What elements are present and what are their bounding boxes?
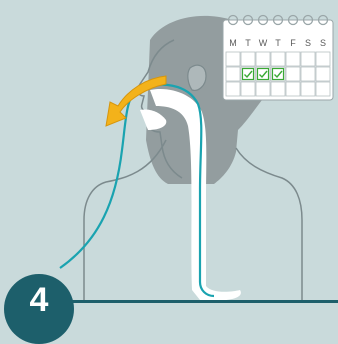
calendar-cell [286, 52, 300, 66]
calendar: M T W T F S S [223, 16, 333, 101]
calendar-cell [271, 52, 285, 66]
baseline [40, 300, 338, 303]
step-number: 4 [30, 281, 49, 320]
calendar-cell [241, 52, 255, 66]
calendar-cell [301, 52, 315, 66]
neck-shoulder-right-outline [236, 148, 302, 300]
weekday-label: T [245, 38, 251, 48]
weekday-label: W [259, 38, 268, 48]
calendar-cell [316, 82, 330, 96]
calendar-cell [256, 52, 270, 66]
calendar-grid [226, 52, 330, 96]
calendar-cell [301, 82, 315, 96]
step-number-badge: 4 [4, 274, 74, 344]
weekday-label: S [320, 38, 326, 48]
calendar-cell [286, 67, 300, 81]
calendar-cell [256, 82, 270, 96]
illustration-stage: M T W T F S S 4 [0, 0, 338, 326]
calendar-cell [226, 67, 240, 81]
calendar-cell [226, 52, 240, 66]
calendar-cell [241, 82, 255, 96]
weekday-label: S [305, 38, 311, 48]
weekday-label: M [229, 38, 237, 48]
calendar-cell [316, 67, 330, 81]
weekday-label: T [275, 38, 281, 48]
calendar-cell [226, 82, 240, 96]
calendar-cell [271, 82, 285, 96]
calendar-cell [316, 52, 330, 66]
weekday-label: F [290, 38, 296, 48]
calendar-cell [286, 82, 300, 96]
calendar-cell [301, 67, 315, 81]
